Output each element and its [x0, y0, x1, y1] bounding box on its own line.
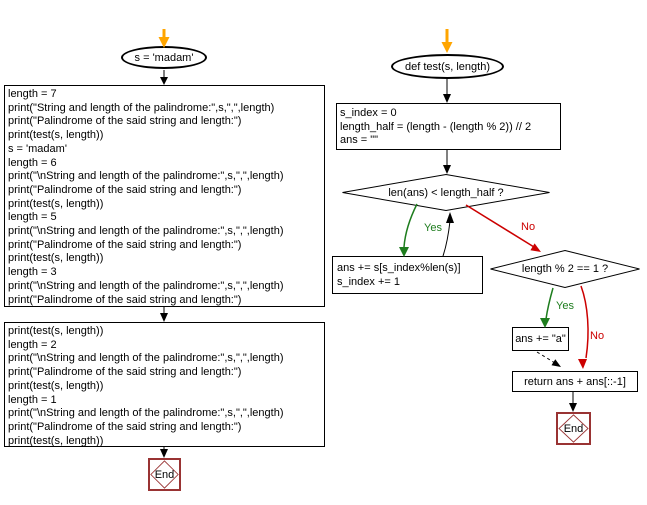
code-line: print("\nString and length of the palind…: [8, 170, 284, 183]
code-line: print(test(s, length)): [8, 379, 104, 392]
loop-condition-label: len(ans) < length_half ?: [388, 186, 504, 199]
code-line: print(test(s, length)): [8, 197, 104, 210]
code-line: print("\nString and length of the palind…: [8, 279, 284, 292]
code-line: print("\nString and length of the palind…: [8, 352, 284, 365]
code-line: print("Palindrome of the said string and…: [8, 238, 242, 251]
arrow-return-to-end-icon: [569, 392, 577, 412]
cond2-no-arrow-icon: [578, 285, 589, 369]
code-line: ans = "": [340, 134, 379, 147]
arrow-box2-to-end-icon: [160, 447, 168, 458]
start-terminal-test-label: def test(s, length): [405, 60, 490, 73]
code-line: ans += s[s_index%len(s)]: [337, 262, 461, 274]
cond1-yes-arrow-icon: [399, 203, 418, 257]
end-terminal-main-label: End: [154, 468, 175, 481]
loop-body-block: ans += s[s_index%len(s)] s_index += 1: [332, 256, 483, 294]
code-line: length = 2: [8, 338, 57, 351]
end-terminal-test-label: End: [563, 422, 584, 435]
code-line: length_half = (length - (length % 2)) //…: [340, 120, 532, 133]
code-line: print(test(s, length)): [8, 252, 104, 265]
end-terminal-main: End: [148, 458, 181, 491]
cond2-yes-arrow-icon: [540, 287, 554, 328]
cond1-yes-label: Yes: [424, 222, 442, 234]
cond1-no-label: No: [521, 221, 536, 233]
code-line: print(test(s, length)): [8, 434, 104, 447]
code-line: print("Palindrome of the said string and…: [8, 183, 242, 196]
start-terminal-main-label: s = 'madam': [134, 51, 194, 64]
start-terminal-test: def test(s, length): [391, 54, 504, 79]
arrow-box1-to-box2-icon: [160, 307, 168, 322]
code-line: length = 7: [8, 88, 57, 100]
odd-condition-label: length % 2 == 1 ?: [521, 263, 609, 275]
start-terminal-main: s = 'madam': [121, 46, 207, 69]
code-line: print("String and length of the palindro…: [8, 101, 275, 114]
code-line: s_index = 0: [340, 107, 397, 119]
code-line: print("Palindrome of the said string and…: [8, 293, 242, 306]
arrow-odd-to-return-icon: [536, 351, 561, 367]
code-line: print("\nString and length of the palind…: [8, 407, 284, 420]
loop-condition-diamond: len(ans) < length_half ?: [342, 174, 550, 211]
loop-condition-diamond-shape-icon: [342, 174, 550, 211]
code-line: print("Palindrome of the said string and…: [8, 420, 242, 433]
append-middle-label: ans += "a": [515, 333, 566, 345]
code-line: print("\nString and length of the palind…: [8, 225, 284, 238]
end-terminal-test-diamond-icon: [558, 414, 589, 443]
code-line: length = 6: [8, 156, 57, 169]
odd-condition-diamond-shape-icon: [490, 250, 640, 288]
end-terminal-test: End: [556, 412, 591, 445]
code-line: print("Palindrome of the said string and…: [8, 366, 242, 379]
cond2-yes-label: Yes: [556, 300, 574, 312]
code-line: s = 'madam': [8, 142, 67, 155]
append-middle-block: ans += "a": [512, 327, 569, 351]
odd-condition-diamond: length % 2 == 1 ?: [490, 250, 640, 288]
return-block: return ans + ans[::-1]: [512, 371, 638, 392]
test-entry-arrow-icon: [441, 29, 453, 53]
cond2-no-label: No: [590, 330, 605, 342]
code-line: length = 1: [8, 393, 57, 406]
code-line: length = 3: [8, 266, 57, 279]
arrow-init-to-cond1-icon: [443, 150, 451, 174]
return-label: return ans + ans[::-1]: [524, 375, 626, 388]
end-terminal-main-diamond-icon: [150, 460, 179, 489]
code-line: s_index += 1: [337, 276, 400, 288]
code-line: print(test(s, length)): [8, 325, 104, 337]
code-line: print("Palindrome of the said string and…: [8, 115, 242, 128]
arrow-test-start-to-init-icon: [443, 79, 451, 103]
code-line: length = 5: [8, 211, 57, 224]
arrow-main-start-to-box1-icon: [160, 70, 168, 85]
loop-back-arrow-icon: [442, 212, 454, 257]
code-line: print(test(s, length)): [8, 129, 104, 142]
